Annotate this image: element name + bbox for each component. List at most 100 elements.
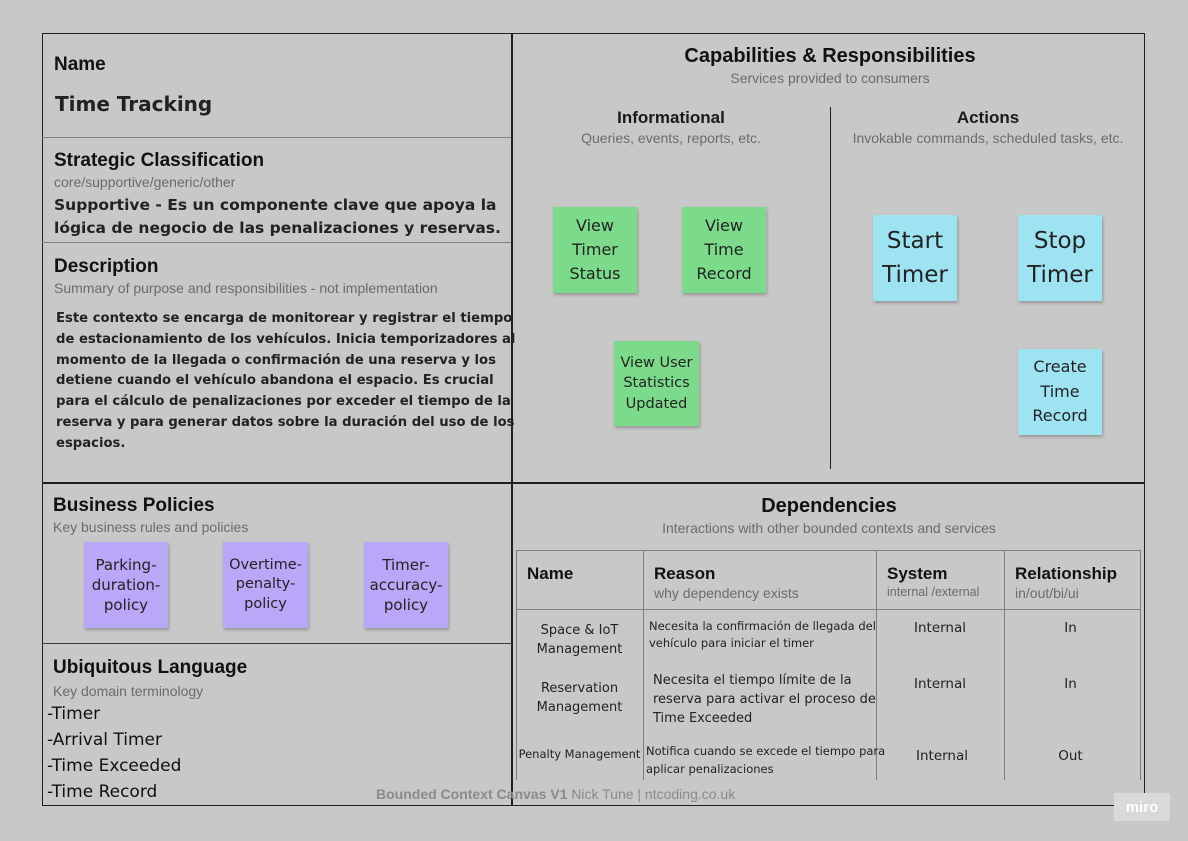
dependencies-table (516, 550, 1141, 780)
cell-line: vehículo para iniciar el timer (649, 636, 814, 650)
sticky-line: policy (244, 595, 287, 612)
sticky-line: Record (696, 264, 752, 283)
table-row-name: Space & IoT Management (516, 621, 643, 659)
sticky-line: penalty- (235, 576, 296, 593)
description-heading: Description (54, 256, 159, 277)
table-row-name: Reservation Management (516, 679, 643, 717)
cell-line: Time Exceeded (653, 711, 753, 726)
sticky-line: Start (886, 228, 944, 254)
table-col-divider (1004, 550, 1005, 780)
description-line: espacios. (56, 435, 126, 451)
description-line: para el cálculo de penalizaciones por ex… (56, 394, 511, 410)
sticky-line: Timer (572, 240, 618, 259)
table-row-system: Internal (913, 676, 967, 692)
canvas-footer: Bounded Context Canvas V1 Nick Tune | nt… (376, 786, 735, 802)
footer-credit: Nick Tune | ntcoding.co.uk (567, 786, 736, 802)
sticky-line: Timer- (382, 555, 430, 574)
actions-heading: Actions (956, 108, 1020, 127)
ubiquitous-language-terms: -Timer -Arrival Timer -Time Exceeded -Ti… (47, 701, 181, 805)
divider-horizontal-middle (42, 482, 1145, 484)
canvas-frame (42, 33, 1145, 806)
cell-line: Management (536, 700, 623, 715)
divider-policies-language (42, 643, 511, 644)
strategic-value-line1: Supportive - Es un componente clave que … (54, 196, 497, 214)
table-col-divider (643, 550, 644, 780)
description-line: detiene cuando el vehículo abandona el e… (56, 373, 494, 389)
capabilities-heading: Capabilities & Responsibilities (684, 45, 976, 67)
divider-name-strategic (42, 137, 511, 138)
ubiquitous-language-subtitle: Key domain terminology (53, 683, 204, 699)
cell-line: aplicar penalizaciones (646, 762, 774, 776)
sticky-line: Parking- (95, 555, 157, 574)
sticky-timer-accuracy-policy[interactable]: Timer- accuracy- policy (364, 542, 448, 628)
cell-line: Management (536, 642, 623, 657)
table-row-reason: Notifica cuando se excede el tiempo para… (646, 742, 885, 778)
footer-title: Bounded Context Canvas V1 (376, 786, 568, 802)
informational-heading: Informational (617, 108, 725, 127)
column-header-relationship: Relationship (1015, 564, 1118, 583)
name-heading: Name (54, 54, 106, 75)
ubiquitous-language-heading: Ubiquitous Language (53, 657, 248, 678)
divider-strategic-description (42, 242, 511, 243)
table-row-reason: Necesita el tiempo límite de la reserva … (653, 671, 876, 728)
table-col-divider (876, 550, 877, 780)
sticky-line: View User (620, 354, 693, 371)
business-policies-heading: Business Policies (53, 495, 215, 516)
sticky-stop-timer[interactable]: Stop Timer (1018, 215, 1102, 301)
column-header-reason: Reason (654, 564, 716, 583)
sticky-parking-duration-policy[interactable]: Parking- duration- policy (84, 542, 168, 628)
sticky-line: Stop (1033, 228, 1087, 254)
capabilities-subtitle: Services provided to consumers (730, 70, 930, 86)
column-header-system-subtitle: internal /external (887, 585, 980, 599)
informational-subtitle: Queries, events, reports, etc. (581, 130, 761, 146)
column-header-relationship-subtitle: in/out/bi/ui (1015, 585, 1079, 601)
table-row-relationship: Out (1058, 748, 1083, 764)
description-subtitle: Summary of purpose and responsibilities … (54, 280, 438, 296)
sticky-start-timer[interactable]: Start Timer (873, 215, 957, 301)
sticky-line: Create (1033, 357, 1087, 377)
description-line: de estacionamiento de los vehículos. Ini… (56, 331, 516, 347)
miro-logo: miro (1114, 793, 1170, 821)
cell-line: Penalty Management (518, 747, 641, 761)
strategic-value-line2: lógica de negocio de las penalizaciones … (54, 219, 501, 237)
divider-vertical-main (511, 33, 513, 806)
sticky-overtime-penalty-policy[interactable]: Overtime- penalty- policy (223, 542, 308, 628)
term-item: -Timer (47, 704, 101, 724)
table-row-name: Penalty Management (516, 747, 643, 761)
table-row-relationship: In (1064, 676, 1077, 692)
actions-subtitle: Invokable commands, scheduled tasks, etc… (852, 130, 1124, 146)
sticky-line: Timer (882, 262, 948, 288)
sticky-line: Overtime- (229, 556, 302, 573)
sticky-view-time-record[interactable]: View Time Record (682, 207, 766, 293)
dependencies-heading: Dependencies (761, 495, 897, 517)
sticky-line: View (705, 216, 743, 235)
sticky-line: Timer (1027, 262, 1093, 288)
column-header-name: Name (527, 564, 574, 583)
sticky-line: Status (569, 264, 621, 283)
sticky-view-timer-status[interactable]: View Timer Status (553, 207, 637, 293)
description-line: momento de la llegada o confirmación de … (56, 352, 496, 368)
term-item: -Arrival Timer (47, 730, 162, 750)
description-line: reserva y para generar datos sobre la du… (56, 414, 515, 430)
sticky-create-time-record[interactable]: Create Time Record (1018, 349, 1102, 435)
sticky-line: Updated (625, 395, 688, 412)
sticky-line: View (576, 216, 614, 235)
context-name: Time Tracking (55, 92, 213, 116)
description-line: Este contexto se encarga de monitorear y… (56, 311, 513, 326)
cell-line: Notifica cuando se excede el tiempo para (646, 744, 886, 758)
table-row-system: Internal (913, 620, 967, 636)
sticky-view-user-statistics-updated[interactable]: View User Statistics Updated (614, 341, 699, 426)
cell-line: Reservation (540, 681, 619, 696)
term-item: -Time Record (47, 782, 158, 802)
column-header-reason-subtitle: why dependency exists (654, 585, 799, 601)
term-item: -Time Exceeded (47, 756, 182, 776)
sticky-line: Record (1032, 406, 1088, 426)
strategic-subtitle: core/supportive/generic/other (54, 174, 236, 190)
business-policies-subtitle: Key business rules and policies (53, 519, 249, 535)
description-body: Este contexto se encarga de monitorear y… (56, 309, 515, 455)
table-row-reason: Necesita la confirmación de llegada del … (649, 618, 876, 652)
sticky-line: Time (704, 240, 744, 259)
column-header-system: System (887, 564, 948, 583)
cell-line: Necesita el tiempo límite de la (653, 673, 852, 688)
sticky-line: policy (383, 596, 429, 615)
